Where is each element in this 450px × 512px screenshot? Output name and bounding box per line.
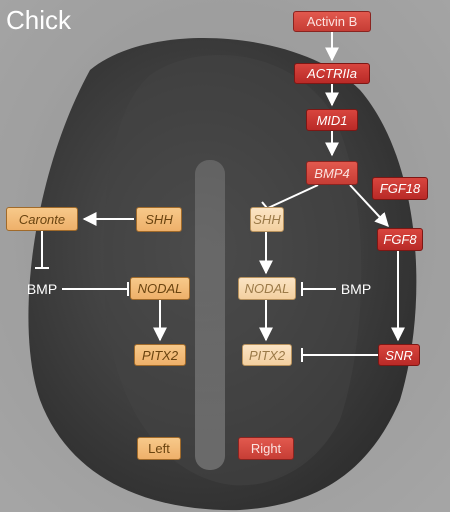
- node-nodal-right: NODAL: [238, 277, 296, 300]
- node-activin-b: Activin B: [293, 11, 371, 32]
- node-left: Left: [137, 437, 181, 460]
- node-pitx2-left: PITX2: [134, 344, 186, 366]
- node-fgf8: FGF8: [377, 228, 423, 251]
- node-fgf18: FGF18: [372, 177, 428, 200]
- node-bmp-right: BMP: [340, 281, 372, 297]
- node-bmp-left: BMP: [26, 281, 58, 297]
- node-mid1: MID1: [306, 109, 358, 131]
- node-actriia: ACTRIIa: [294, 63, 370, 84]
- node-pitx2-right: PITX2: [242, 344, 292, 366]
- node-snr: SNR: [378, 344, 420, 366]
- node-right: Right: [238, 437, 294, 460]
- node-shh-left: SHH: [136, 207, 182, 232]
- node-nodal-left: NODAL: [130, 277, 190, 300]
- node-shh-right: SHH: [250, 207, 284, 232]
- node-bmp4: BMP4: [306, 161, 358, 185]
- species-title: Chick: [6, 5, 72, 35]
- node-caronte: Caronte: [6, 207, 78, 231]
